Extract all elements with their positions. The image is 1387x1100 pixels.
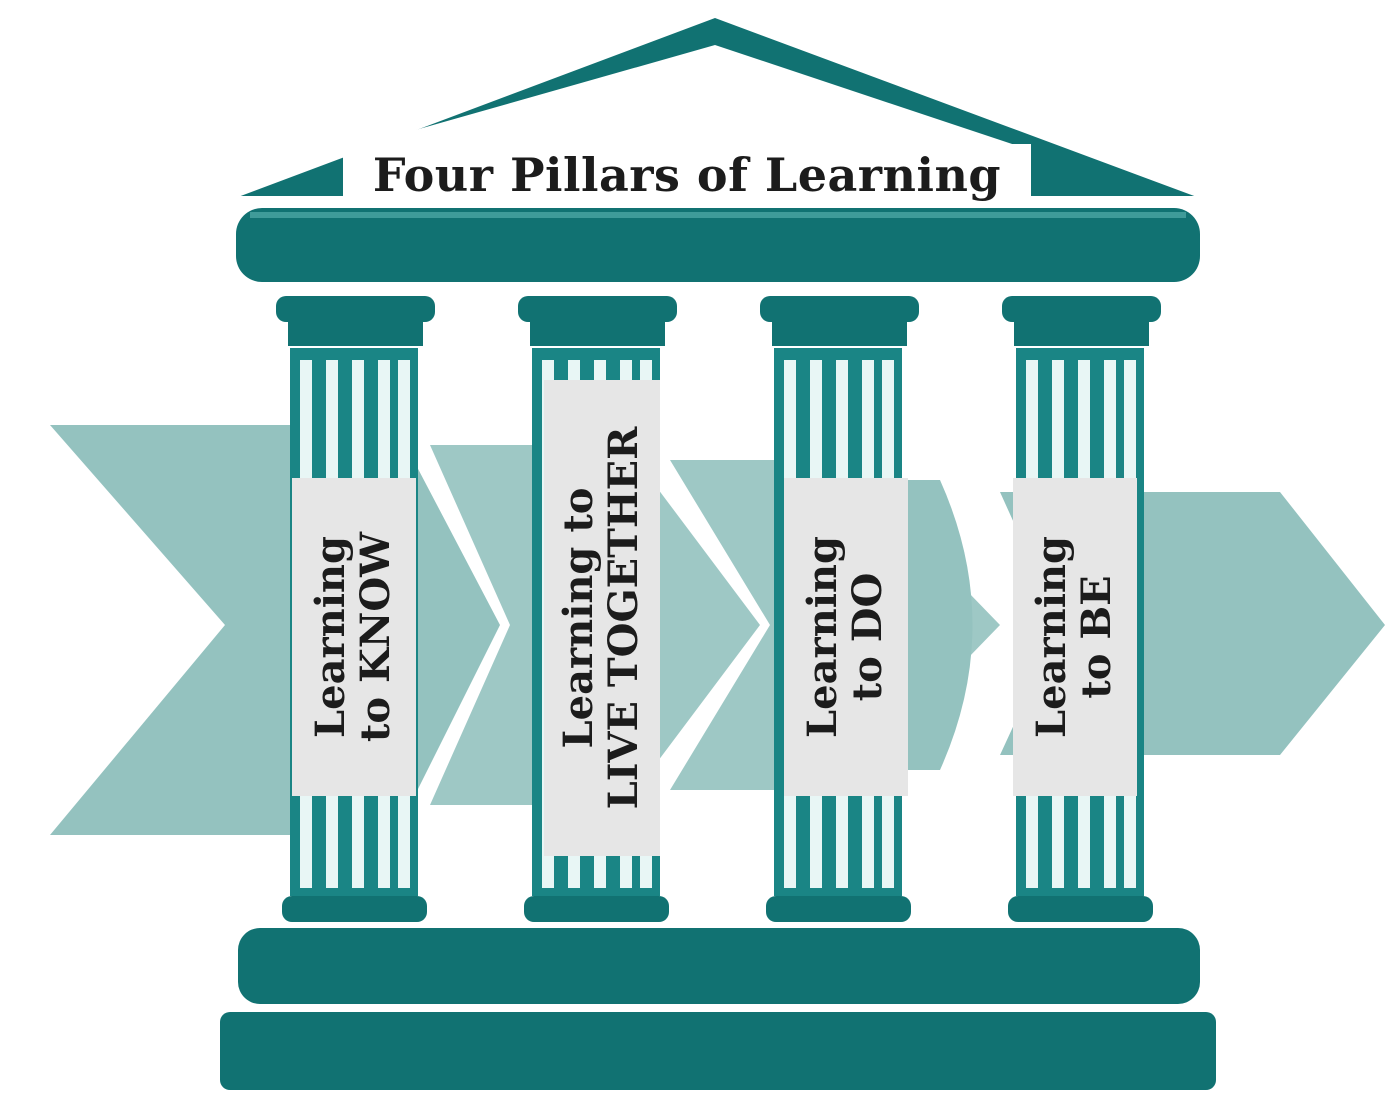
pillar-label-4-line1: Learning bbox=[1028, 536, 1076, 738]
entablature-highlight bbox=[250, 212, 1186, 218]
pillar-label-1-line2: to KNOW bbox=[352, 531, 399, 743]
background-arrow bbox=[50, 425, 1385, 835]
arrow-segment-left bbox=[50, 425, 500, 835]
base-upper-step bbox=[238, 928, 1200, 1004]
temple-base bbox=[220, 928, 1216, 1090]
pillar-label-panel-1: Learning to KNOW bbox=[292, 478, 416, 796]
diagram-title: Four Pillars of Learning bbox=[343, 144, 1031, 206]
arrow-segment-round bbox=[900, 480, 973, 770]
pillar-label-4: Learning to BE bbox=[1028, 536, 1120, 738]
pillar-label-3-line2: to DO bbox=[844, 572, 891, 702]
pillar-label-2-line1: Learning to bbox=[555, 487, 603, 749]
pillar-label-3-line1: Learning bbox=[799, 536, 847, 738]
entablature bbox=[236, 208, 1200, 282]
pillar-label-3: Learning to DO bbox=[799, 536, 891, 738]
pillar-label-panel-2: Learning to LIVE TOGETHER bbox=[544, 380, 660, 856]
pillar-label-2: Learning to LIVE TOGETHER bbox=[555, 426, 647, 810]
pillar-label-2-line2: LIVE TOGETHER bbox=[600, 426, 647, 810]
base-lower-step bbox=[220, 1012, 1216, 1090]
pillar-label-panel-3: Learning to DO bbox=[784, 478, 908, 796]
base-gap bbox=[238, 1004, 1200, 1012]
pillar-label-4-line2: to BE bbox=[1073, 575, 1120, 699]
roof-triangle-inner bbox=[345, 45, 1030, 150]
pillar-label-panel-4: Learning to BE bbox=[1013, 478, 1137, 796]
pillar-label-1: Learning to KNOW bbox=[307, 531, 399, 743]
pillar-label-1-line1: Learning bbox=[307, 536, 355, 738]
